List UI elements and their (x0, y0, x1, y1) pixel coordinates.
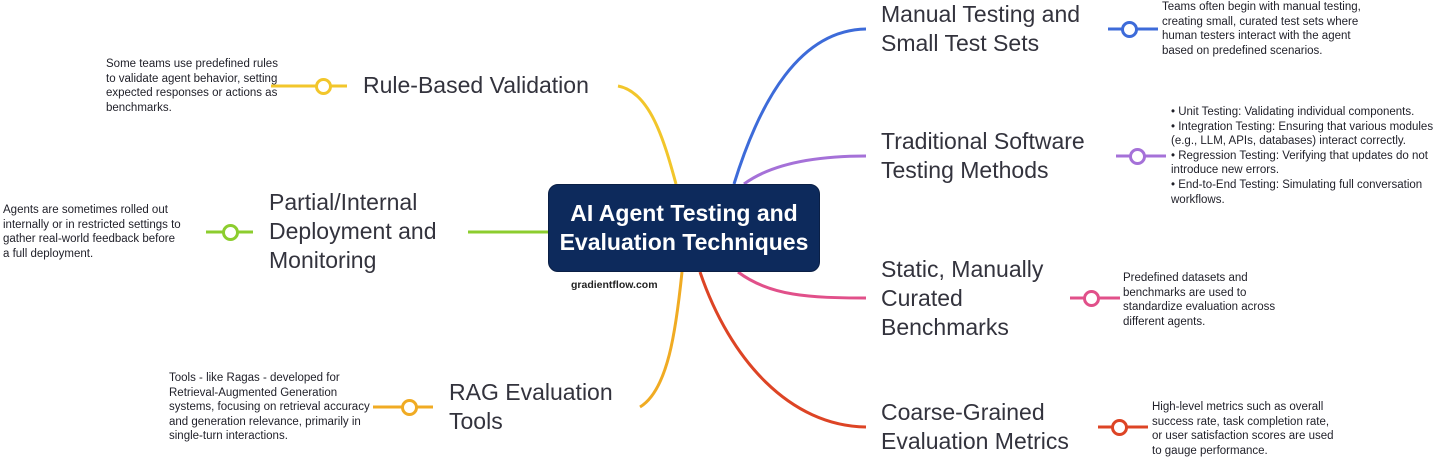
node-dot-rag-tools (401, 399, 418, 416)
connector-rag-tools (639, 271, 684, 409)
connector-traditional-testing (743, 154, 867, 186)
topic-manual-testing: Manual Testing and Small Test Sets (881, 1, 1081, 56)
description-rule-based: Some teams use predefined rules to valid… (106, 58, 278, 114)
node-dot-traditional-testing (1129, 148, 1146, 165)
node-dot-rule-based (315, 78, 332, 95)
topic-rag-tools: RAG Evaluation Tools (449, 379, 613, 434)
source-credit: gradientflow.com (571, 279, 658, 291)
description-traditional-testing: • Unit Testing: Validating individual co… (1171, 106, 1434, 206)
description-rag-tools: Tools - like Ragas - developed for Retri… (169, 372, 370, 443)
node-dot-static-benchmarks (1083, 290, 1100, 307)
connector-coarse-metrics (698, 271, 867, 429)
description-coarse-metrics: High-level metrics such as overall succe… (1152, 401, 1334, 457)
topic-partial-deployment: Partial/Internal Deployment and Monitori… (269, 189, 437, 273)
central-topic-title: AI Agent Testing and Evaluation Techniqu… (559, 200, 809, 255)
description-static-benchmarks: Predefined datasets and benchmarks are u… (1123, 272, 1276, 328)
node-dot-partial-deployment (222, 224, 239, 241)
connector-static-benchmarks (737, 270, 867, 300)
topic-traditional-testing: Traditional Software Testing Methods (881, 128, 1085, 183)
topic-rule-based: Rule-Based Validation (363, 72, 589, 98)
connector-manual-testing (732, 27, 867, 185)
node-dot-manual-testing (1121, 21, 1138, 38)
central-topic: AI Agent Testing and Evaluation Techniqu… (548, 184, 820, 272)
description-manual-testing: Teams often begin with manual testing, c… (1162, 1, 1361, 57)
connector-rule-based (617, 84, 678, 185)
description-partial-deployment: Agents are sometimes rolled out internal… (3, 204, 181, 260)
topic-static-benchmarks: Static, Manually Curated Benchmarks (881, 256, 1044, 340)
topic-coarse-metrics: Coarse-Grained Evaluation Metrics (881, 399, 1069, 454)
node-dot-coarse-metrics (1111, 419, 1128, 436)
